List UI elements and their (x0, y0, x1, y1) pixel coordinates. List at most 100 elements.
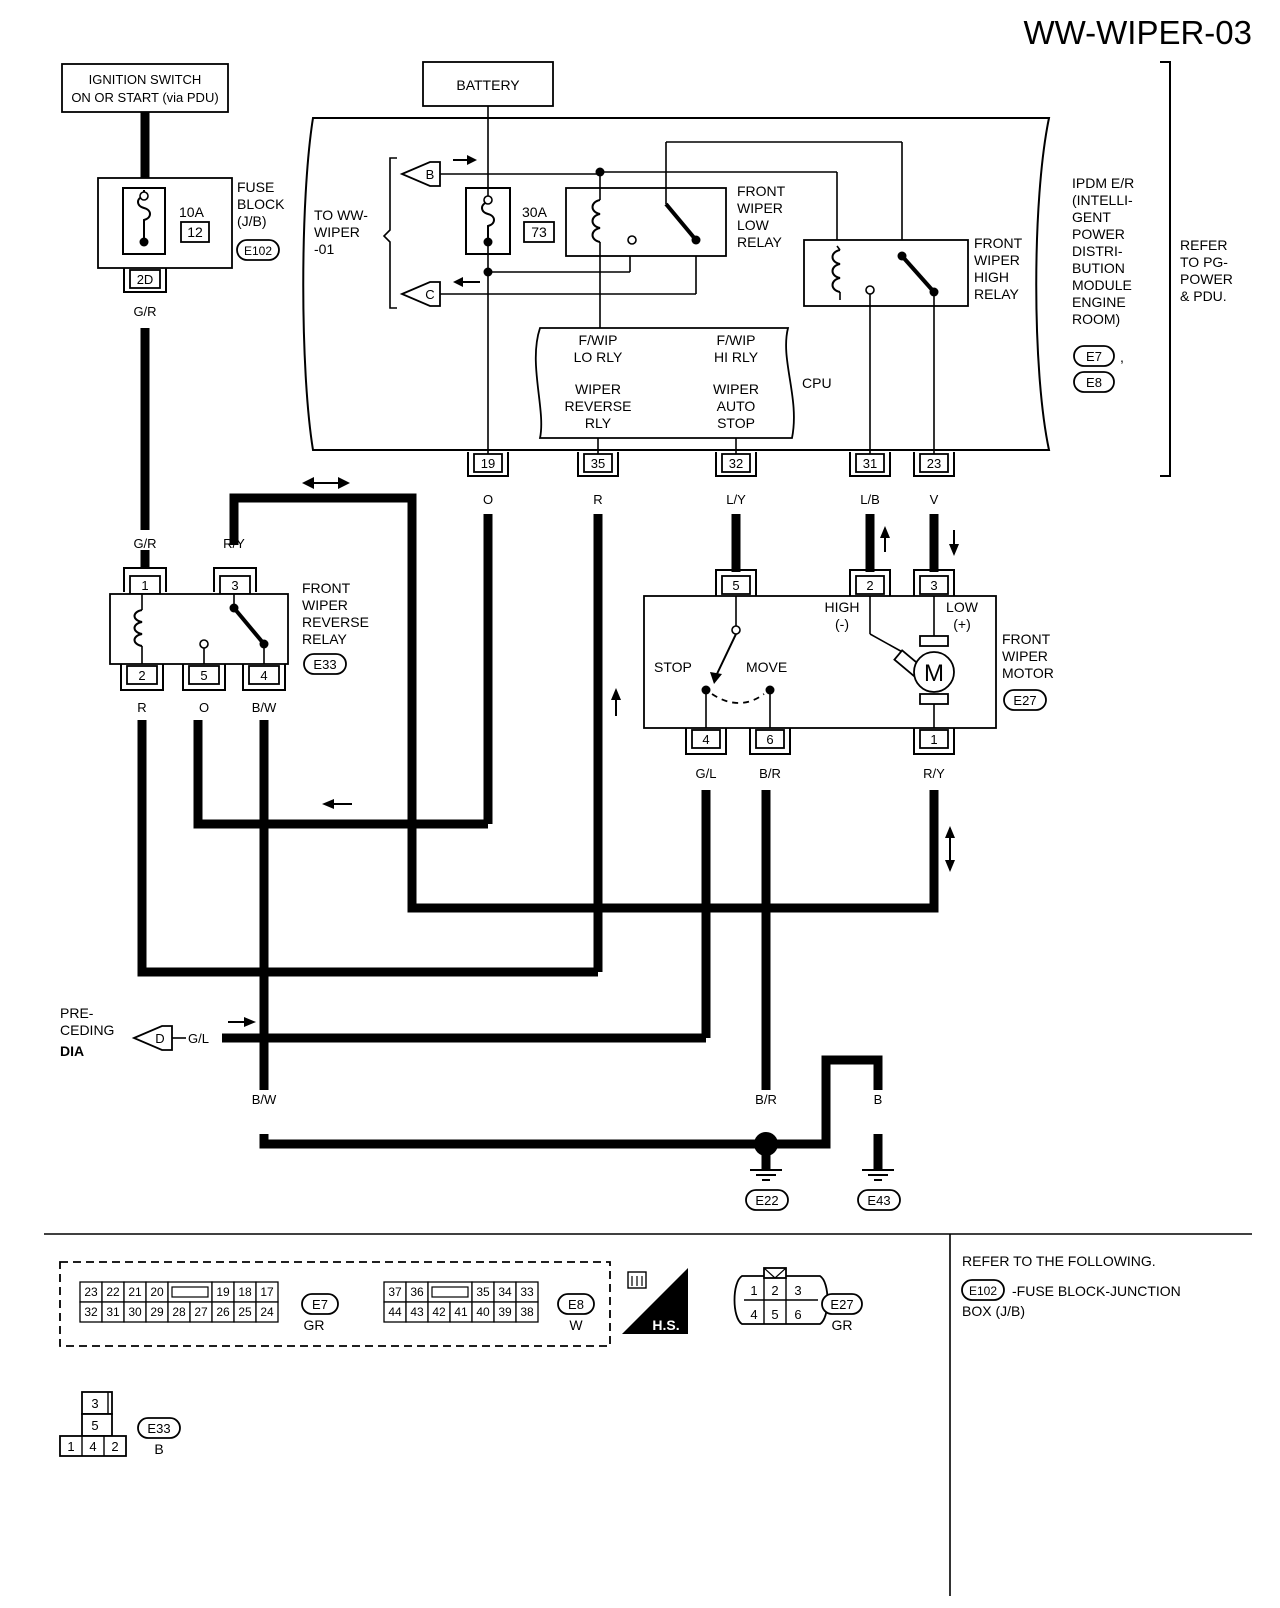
wire-gr-label: G/R (133, 304, 156, 319)
e27-color: GR (832, 1317, 853, 1333)
wire-v-label: V (930, 492, 939, 507)
svg-text:5: 5 (732, 578, 739, 593)
wire-lb-label: L/B (860, 492, 880, 507)
reverse-relay-switch (232, 606, 266, 646)
refer-pg-line3: POWER (1180, 271, 1233, 287)
motor-line3: MOTOR (1002, 665, 1054, 681)
fuse-73-amps: 30A (522, 204, 548, 220)
low-relay-line3: LOW (737, 217, 770, 233)
to-wiper01-brace (382, 157, 397, 309)
connector-pin-label: 29 (150, 1305, 164, 1319)
ipdm-line9: ROOM) (1072, 311, 1120, 327)
reverse-relay-wire-bw: B/W (252, 700, 277, 715)
svg-text:2: 2 (866, 578, 873, 593)
fuse-73-icon (481, 196, 495, 242)
reverse-relay-pin-2: 2 (120, 664, 164, 691)
connector-pin-label: 39 (498, 1305, 512, 1319)
arrow-bidirectional-vertical (945, 826, 955, 872)
ipdm-outline (302, 117, 1051, 451)
svg-text:4: 4 (260, 668, 267, 683)
fuse-73-number: 73 (531, 224, 547, 240)
fuse-12-frame (122, 187, 166, 255)
preceding-line2: CEDING (60, 1022, 114, 1038)
svg-text:C: C (425, 287, 434, 302)
preceding-wire-gl: G/L (188, 1031, 209, 1046)
fuse-block-line2: BLOCK (237, 196, 285, 212)
low-relay-switch (664, 202, 698, 242)
refer-text1: -FUSE BLOCK-JUNCTION (1012, 1283, 1181, 1299)
motor-line1: FRONT (1002, 631, 1051, 647)
motor-stop-label: STOP (654, 659, 692, 675)
ground-wire-br: B/R (755, 1092, 777, 1107)
ignition-line1: IGNITION SWITCH (89, 72, 202, 87)
preceding-dia: DIA (60, 1043, 84, 1059)
svg-text:1: 1 (750, 1283, 757, 1298)
svg-text:H.S.: H.S. (652, 1317, 679, 1333)
ipdm-pin-23: 23 (913, 452, 955, 477)
ipdm-line6: BUTION (1072, 260, 1125, 276)
connector-pin-label: 20 (150, 1285, 164, 1299)
svg-text:23: 23 (927, 456, 941, 471)
ground-wire-b1: B (822, 1092, 831, 1107)
motor-pin-4: 4 (685, 728, 727, 755)
connector-pin-label: 31 (106, 1305, 120, 1319)
low-relay-coil (591, 199, 601, 243)
ground-wire-b2: B (874, 1092, 883, 1107)
high-relay-box (803, 239, 969, 307)
svg-text:5: 5 (200, 668, 207, 683)
preceding-line1: PRE- (60, 1005, 94, 1021)
low-relay-line4: RELAY (737, 234, 783, 250)
ground-e22: E22 (755, 1193, 778, 1208)
connector-pin-label: 37 (388, 1285, 402, 1299)
svg-text:6: 6 (766, 732, 773, 747)
ground-e43: E43 (867, 1193, 890, 1208)
high-relay-line1: FRONT (974, 235, 1023, 251)
svg-text:4: 4 (750, 1307, 757, 1322)
reverse-relay-connector: E33 (313, 657, 336, 672)
svg-text:19: 19 (481, 456, 495, 471)
svg-text:3: 3 (91, 1396, 98, 1411)
motor-pin-5: 5 (715, 569, 757, 596)
e27-label: E27 (830, 1297, 853, 1312)
wire-b (772, 1055, 883, 1149)
refer-connector: E102 (969, 1284, 997, 1298)
cpu-auto-line3: STOP (717, 415, 755, 431)
legend-dashed-frame (59, 1261, 611, 1347)
ipdm-line4: POWER (1072, 226, 1125, 242)
ground-splice (754, 1132, 778, 1156)
motor-connector: E27 (1013, 693, 1036, 708)
motor-symbol (913, 651, 955, 693)
motor-pin-1: 1 (913, 728, 955, 755)
connector-face-e27: 1 2 3 4 5 6 (733, 1267, 829, 1325)
connector-d-flag (131, 1025, 173, 1051)
reverse-relay-pin-1: 1 (123, 567, 167, 595)
cpu-lo-line1: F/WIP (579, 332, 618, 348)
connector-pin-cell (255, 1301, 279, 1323)
connector-pin-label: 17 (260, 1285, 274, 1299)
connector-pin-label: 38 (520, 1305, 534, 1319)
refer-text2: BOX (J/B) (962, 1303, 1025, 1319)
connector-pin-label: 18 (238, 1285, 252, 1299)
svg-text:35: 35 (591, 456, 605, 471)
fuse-block-line1: FUSE (237, 179, 274, 195)
connector-pin-label: 23 (84, 1285, 98, 1299)
svg-text:3: 3 (231, 578, 238, 593)
fuse-block-connector: E102 (244, 244, 272, 258)
wire-r-label: R (593, 492, 602, 507)
connector-pin-label: 44 (388, 1305, 402, 1319)
high-relay-coil (831, 249, 841, 293)
cpu-hi-line1: F/WIP (717, 332, 756, 348)
e33-label: E33 (147, 1421, 170, 1436)
connector-pin-label: 21 (128, 1285, 142, 1299)
connector-face-e33: 3 5 1 4 2 (59, 1391, 127, 1457)
motor-wire-gl: G/L (696, 766, 717, 781)
reverse-relay-coil (133, 609, 143, 647)
to-wiper01-line2: WIPER (314, 224, 360, 240)
ipdm-connector-e8: E8 (1086, 375, 1102, 390)
ground-wire-bw: B/W (252, 1092, 277, 1107)
fuse-block-line3: (J/B) (237, 213, 267, 229)
motor-move-label: MOVE (746, 659, 787, 675)
